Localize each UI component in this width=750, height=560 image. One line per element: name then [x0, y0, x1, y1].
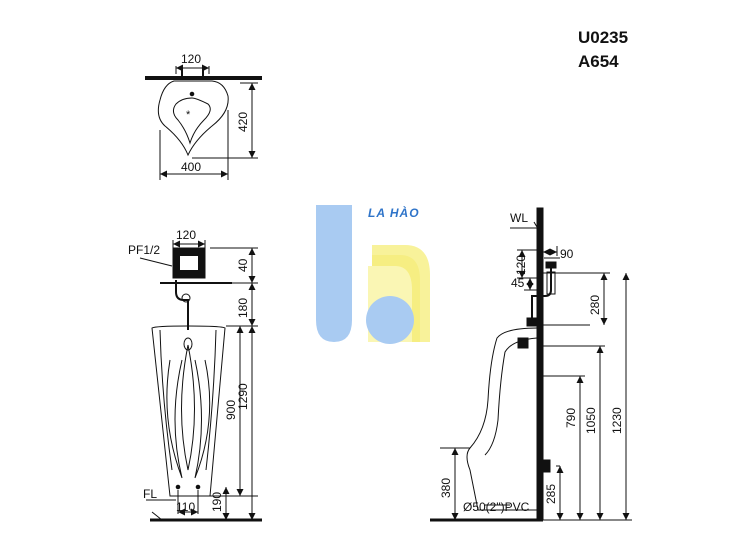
side-view	[430, 207, 632, 522]
logo-blue-bar	[316, 205, 352, 342]
dim-side-790: 790	[564, 408, 578, 428]
dim-front-110: 110	[176, 500, 195, 514]
dim-front-900: 900	[224, 400, 238, 420]
dim-top-400: 400	[181, 160, 201, 174]
drain-star: *	[186, 109, 191, 121]
urinal-body-side	[466, 327, 538, 511]
dim-front-1290: 1290	[236, 383, 250, 410]
drain-pipe-label: Ø50(2")PVC	[463, 500, 530, 514]
dim-front-180: 180	[236, 298, 250, 318]
model-code-secondary: A654	[578, 52, 619, 71]
dim-top-120: 120	[181, 52, 201, 66]
wall	[536, 207, 544, 521]
model-code-primary: U0235	[578, 28, 629, 47]
dim-side-1050: 1050	[584, 407, 598, 434]
dim-side-285: 285	[544, 484, 558, 504]
dim-front-120: 120	[176, 228, 196, 242]
front-view	[139, 240, 262, 522]
watermark-logo: LA HÀO	[316, 205, 430, 344]
pipe-size-label: PF1/2	[128, 243, 160, 257]
dim-side-280: 280	[588, 295, 602, 315]
wall-label: WL	[510, 211, 528, 225]
dim-side-1230: 1230	[610, 407, 624, 434]
dim-top-420: 420	[236, 112, 250, 132]
logo-blue-circle	[366, 296, 414, 344]
dim-side-90: 90	[560, 247, 574, 261]
dim-front-40: 40	[236, 258, 250, 272]
dim-side-45: 45	[511, 276, 525, 290]
dim-side-120: 120	[514, 255, 528, 275]
bowl-outline-top	[157, 80, 229, 157]
dim-front-190: 190	[210, 492, 224, 512]
top-view: *	[145, 64, 262, 180]
logo-text: LA HÀO	[368, 205, 420, 220]
floor-label-front: FL	[143, 487, 157, 501]
urinal-body-front	[151, 325, 226, 497]
dim-side-380: 380	[439, 478, 453, 498]
